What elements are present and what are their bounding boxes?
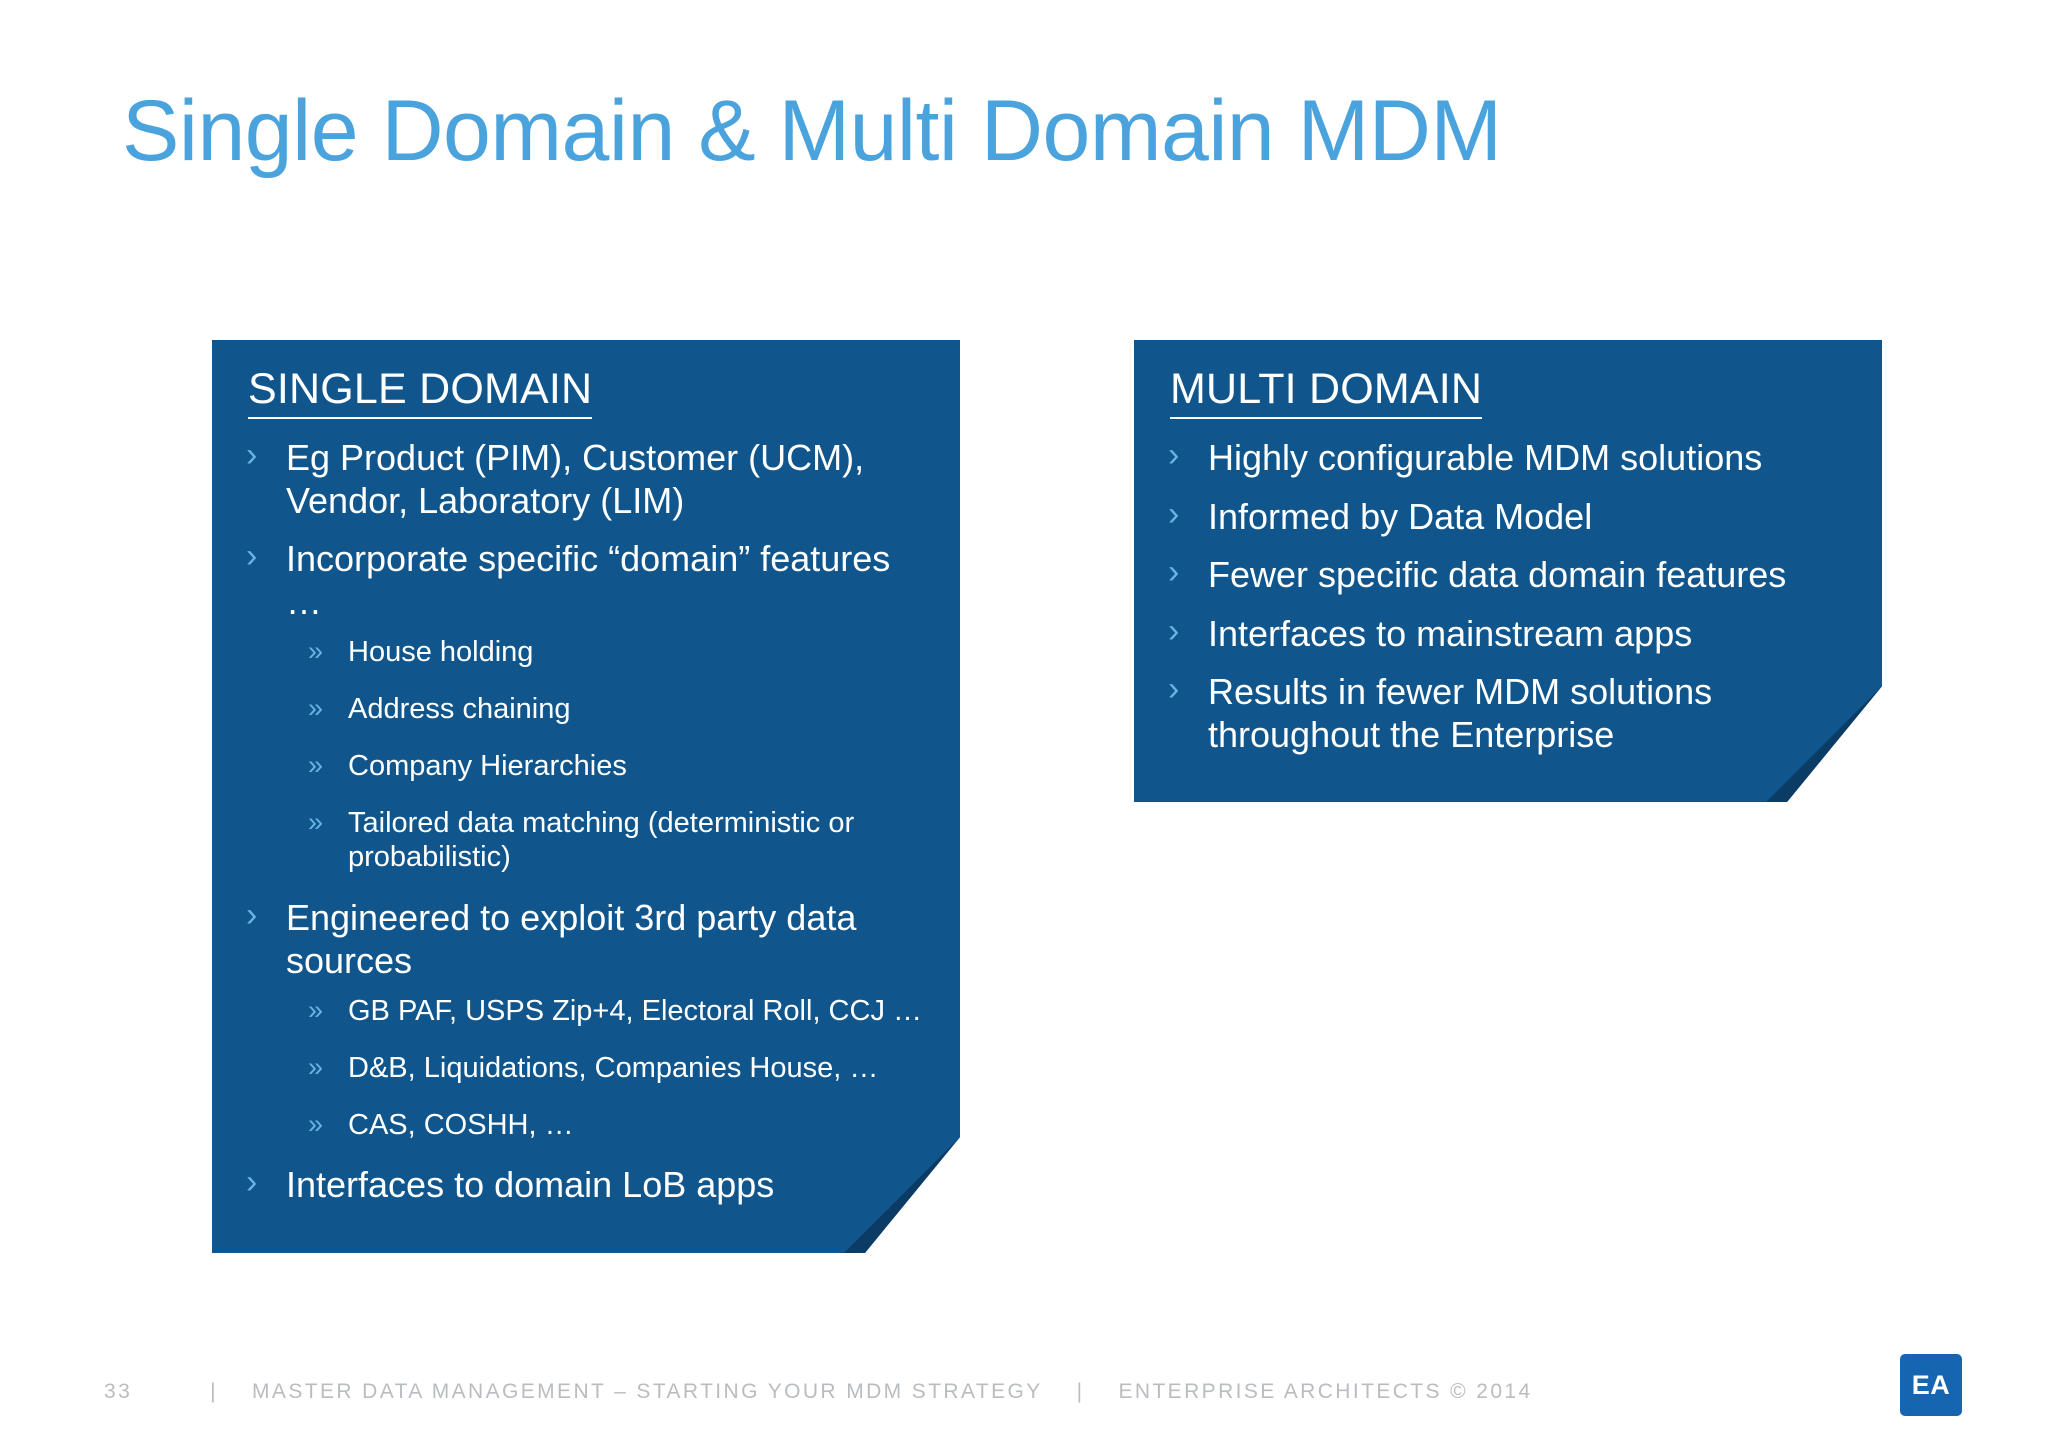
double-chevron-icon: »: [308, 1108, 324, 1139]
double-chevron-icon: »: [308, 636, 324, 667]
chevron-right-icon: ›: [246, 1163, 258, 1202]
list-item-label: Eg Product (PIM), Customer (UCM), Vendor…: [286, 437, 865, 521]
footer-text-row: 33 | MASTER DATA MANAGEMENT – STARTING Y…: [104, 1380, 1533, 1404]
sub-list-item-label: House holding: [348, 636, 534, 669]
sub-list-item: » Tailored data matching (deterministic …: [286, 806, 926, 876]
sub-list-item: » Company Hierarchies: [286, 749, 926, 784]
sub-list-item-label: D&B, Liquidations, Companies House, …: [348, 1051, 879, 1084]
list-item: › Interfaces to mainstream apps: [1156, 611, 1848, 655]
sub-list-item: » D&B, Liquidations, Companies House, …: [286, 1051, 926, 1086]
chevron-right-icon: ›: [1168, 611, 1180, 650]
ea-logo: EA: [1900, 1354, 1962, 1416]
panel-heading-single-domain: SINGLE DOMAIN: [248, 365, 593, 420]
sub-bullet-list: » House holding » Address chaining » Com…: [286, 635, 926, 875]
chevron-right-icon: ›: [246, 436, 258, 475]
double-chevron-icon: »: [308, 995, 324, 1026]
list-item: › Fewer specific data domain features: [1156, 553, 1848, 596]
page-number: 33: [104, 1380, 133, 1403]
double-chevron-icon: »: [308, 806, 324, 837]
chevron-right-icon: ›: [1168, 670, 1180, 709]
sub-list-item-label: Address chaining: [348, 692, 571, 725]
list-item-label: Incorporate specific “domain” features …: [286, 538, 891, 622]
sub-list-item-label: GB PAF, USPS Zip+4, Electoral Roll, CCJ …: [348, 995, 922, 1028]
chevron-right-icon: ›: [1168, 553, 1180, 592]
sub-list-item-label: CAS, COSHH, …: [348, 1108, 574, 1141]
list-item: › Results in fewer MDM solutions through…: [1156, 670, 1848, 756]
chevron-right-icon: ›: [246, 537, 258, 576]
sub-list-item: » GB PAF, USPS Zip+4, Electoral Roll, CC…: [286, 994, 926, 1029]
list-item-label: Highly configurable MDM solutions: [1208, 437, 1763, 479]
page-title: Single Domain & Multi Domain MDM: [122, 83, 1502, 179]
double-chevron-icon: »: [308, 1051, 324, 1082]
chevron-right-icon: ›: [1168, 494, 1180, 533]
sub-list-item-label: Tailored data matching (deterministic or…: [348, 806, 855, 874]
sub-list-item: » House holding: [286, 635, 926, 670]
list-item: › Incorporate specific “domain” features…: [234, 537, 926, 875]
slide-footer: 33 | MASTER DATA MANAGEMENT – STARTING Y…: [0, 1328, 2048, 1448]
double-chevron-icon: »: [308, 692, 324, 723]
footer-separator-1: |: [210, 1380, 219, 1403]
list-item: › Interfaces to domain LoB apps: [234, 1163, 926, 1206]
double-chevron-icon: »: [308, 749, 324, 780]
sub-list-item: » CAS, COSHH, …: [286, 1108, 926, 1143]
panel-single-domain: SINGLE DOMAIN › Eg Product (PIM), Custom…: [212, 340, 961, 1254]
bullet-list-multi-domain: › Highly configurable MDM solutions › In…: [1156, 436, 1848, 756]
list-item: › Eg Product (PIM), Customer (UCM), Vend…: [234, 436, 926, 522]
list-item-label: Interfaces to mainstream apps: [1208, 612, 1693, 654]
list-item-label: Engineered to exploit 3rd party data sou…: [286, 897, 857, 981]
list-item: › Informed by Data Model: [1156, 494, 1848, 538]
chevron-right-icon: ›: [246, 896, 258, 935]
list-item: › Highly configurable MDM solutions: [1156, 436, 1848, 479]
list-item-label: Informed by Data Model: [1208, 495, 1593, 537]
panel-multi-domain: MULTI DOMAIN › Highly configurable MDM s…: [1134, 340, 1883, 804]
list-item-label: Results in fewer MDM solutions throughou…: [1208, 671, 1713, 755]
sub-list-item-label: Company Hierarchies: [348, 749, 627, 782]
footer-copyright: ENTERPRISE ARCHITECTS © 2014: [1118, 1380, 1533, 1403]
sub-bullet-list: » GB PAF, USPS Zip+4, Electoral Roll, CC…: [286, 994, 926, 1142]
list-item-label: Interfaces to domain LoB apps: [286, 1164, 775, 1206]
footer-deck-title: MASTER DATA MANAGEMENT – STARTING YOUR M…: [252, 1380, 1043, 1403]
list-item-label: Fewer specific data domain features: [1208, 554, 1787, 596]
sub-list-item: » Address chaining: [286, 692, 926, 727]
list-item: › Engineered to exploit 3rd party data s…: [234, 896, 926, 1142]
bullet-list-single-domain: › Eg Product (PIM), Customer (UCM), Vend…: [234, 436, 926, 1207]
panel-heading-multi-domain: MULTI DOMAIN: [1170, 365, 1483, 420]
footer-separator-2: |: [1076, 1380, 1085, 1403]
chevron-right-icon: ›: [1168, 436, 1180, 475]
